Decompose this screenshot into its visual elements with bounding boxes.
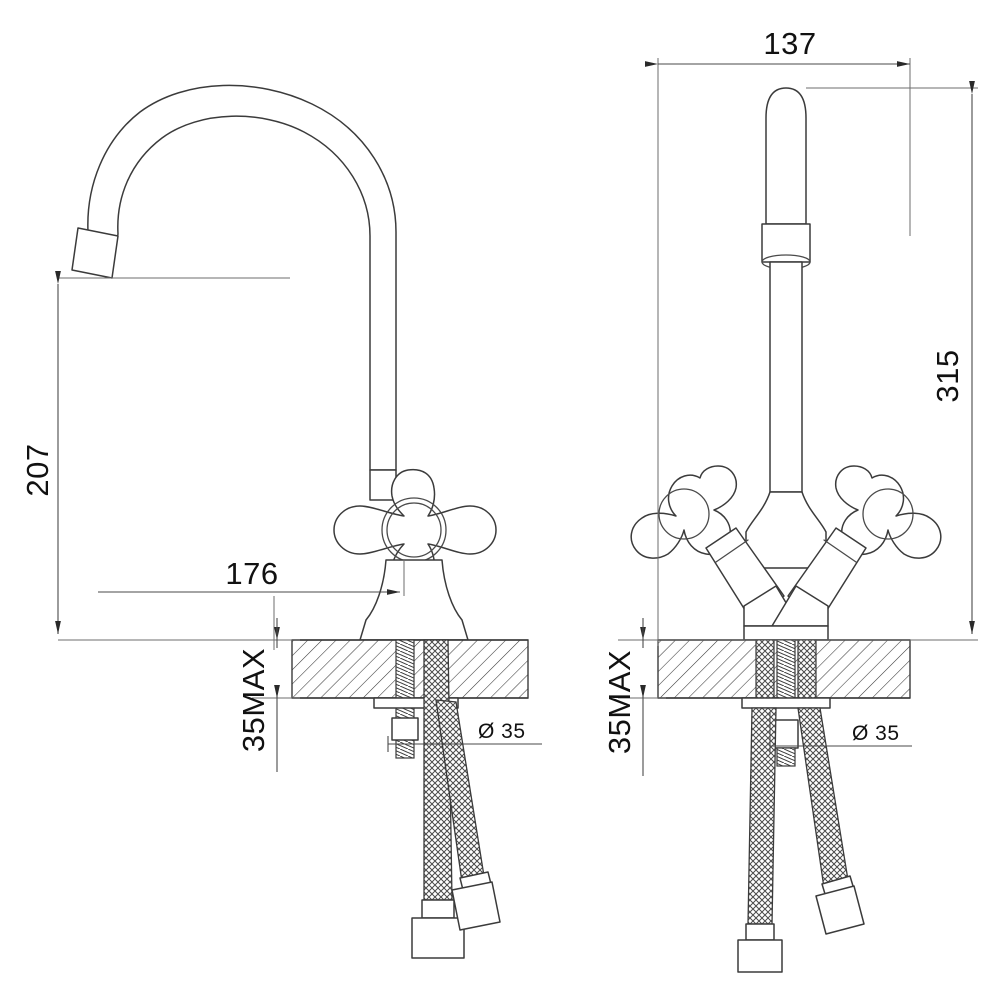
dimension-label-137: 137	[763, 26, 816, 61]
dimension-label-315: 315	[930, 349, 965, 402]
dimension-overall-height: 315	[658, 81, 978, 641]
faucet-body-side	[359, 559, 469, 641]
aerator-cap	[71, 227, 119, 279]
dimension-spout-reach: 176	[98, 556, 405, 650]
dimension-label-176: 176	[225, 556, 278, 591]
dimension-deck-thickness-side: 35MAX	[236, 618, 300, 772]
dimension-label-dia35-side: Ø 35	[478, 720, 526, 743]
dimension-deck-thickness-front: 35MAX	[602, 618, 666, 776]
lock-nut-side	[391, 717, 419, 741]
spout-base-cone-front	[745, 491, 827, 569]
dimension-label-35max-front: 35MAX	[602, 650, 637, 754]
washer-plate-front	[741, 697, 831, 709]
cross-handle-front-right	[771, 465, 942, 627]
washer-plate-side	[373, 697, 459, 709]
lock-nut-front	[773, 719, 799, 767]
dimension-label-35max-side: 35MAX	[236, 648, 271, 752]
dimension-hole-diameter-front: Ø 35	[769, 712, 912, 754]
dimension-label-dia35-front: Ø 35	[852, 722, 900, 745]
front-view-group: 137 315 35MAX	[602, 26, 978, 973]
dimension-spout-height: 207	[20, 271, 290, 641]
side-view-group: 207 176 35MAX	[20, 84, 542, 959]
supply-hose-front-left	[737, 707, 783, 973]
dimension-hole-diameter-side: Ø 35	[387, 720, 542, 752]
supply-hose-front-right	[797, 707, 865, 935]
spout-column-front	[761, 87, 811, 493]
gooseneck-spout	[87, 84, 397, 471]
deck-penetration-front	[755, 639, 817, 699]
dimension-label-207: 207	[20, 443, 55, 496]
faucet-base-front	[743, 625, 829, 641]
supply-hose-side-branch	[435, 699, 501, 931]
